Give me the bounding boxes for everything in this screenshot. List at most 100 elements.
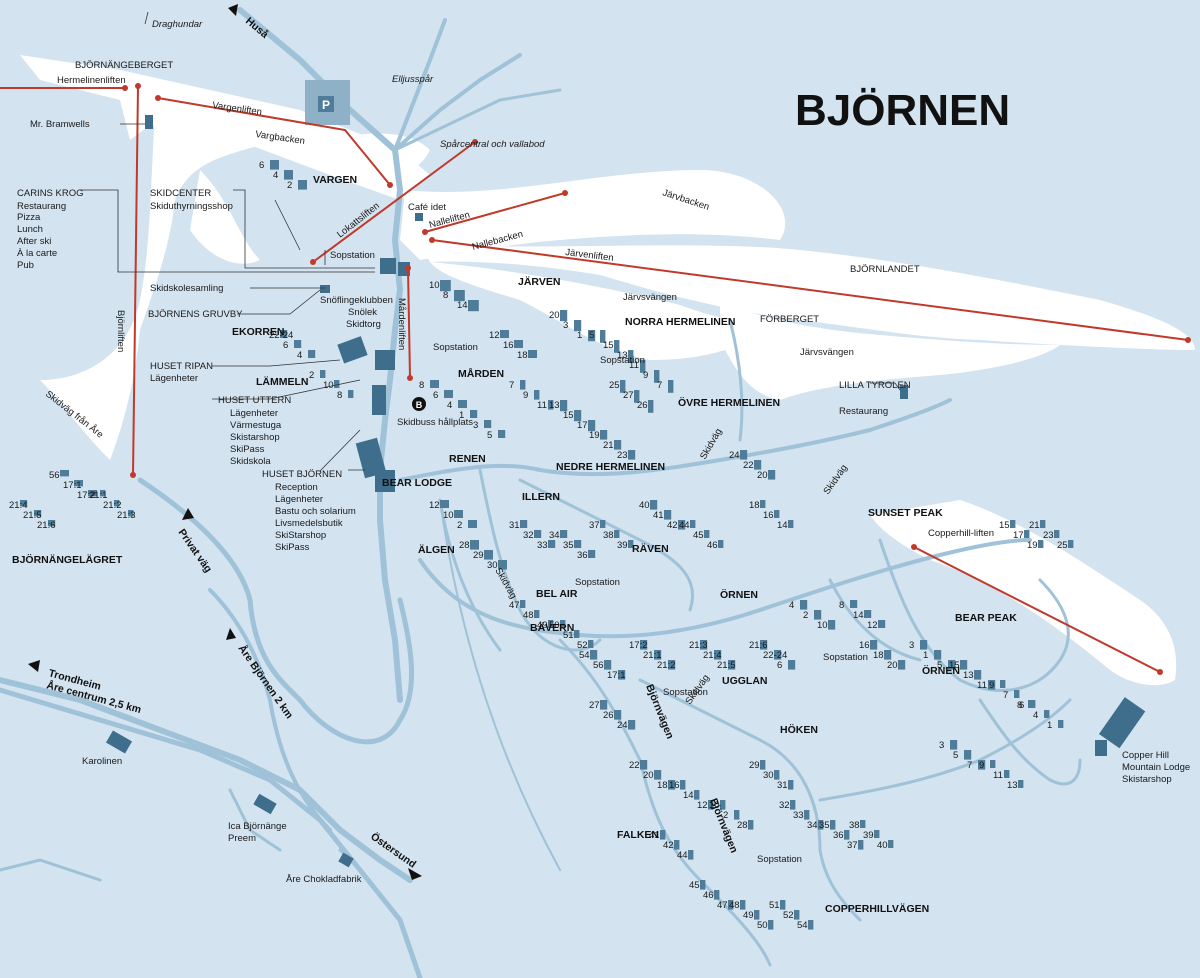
- house-marker: [484, 420, 492, 428]
- label-hermelinenliften: Hermelinenliften: [57, 75, 126, 86]
- house-number: 45: [689, 880, 700, 891]
- house-marker: [1038, 540, 1044, 548]
- lift-jarvenliften: [431, 239, 1189, 341]
- lift-copperhill: [913, 546, 1161, 673]
- house-number: 29: [749, 760, 760, 771]
- house-number: 10: [429, 280, 440, 291]
- area-raven: RÄVEN: [632, 542, 669, 555]
- house-marker: [588, 640, 594, 648]
- area-bel-air: BEL AIR: [536, 588, 578, 600]
- area-nedre-hermelinen: NEDRE HERMELINEN: [556, 461, 665, 473]
- house-marker: [774, 510, 780, 518]
- house-marker: [788, 660, 796, 670]
- house-number: 38: [603, 530, 614, 541]
- house-marker: [454, 510, 463, 518]
- house-marker: [48, 520, 56, 527]
- house-number: 16: [669, 780, 680, 791]
- house-number: 29: [473, 550, 484, 561]
- service-copper-hill: Copper Hill Mountain Lodge Skistarshop: [1122, 750, 1190, 785]
- house-number: 22: [629, 760, 640, 771]
- house-number: 9: [643, 370, 648, 381]
- house-number: 38: [849, 820, 860, 831]
- house-marker: [950, 740, 958, 750]
- label-mr-bramwells: Mr. Bramwells: [30, 119, 90, 130]
- house-number: 12: [489, 330, 500, 341]
- house-marker: [604, 660, 612, 670]
- house-marker: [534, 390, 540, 400]
- house-marker: [548, 400, 554, 410]
- house-marker: [964, 750, 972, 760]
- svg-text:Lägenheter: Lägenheter: [230, 408, 278, 419]
- parking-symbol: P: [322, 98, 330, 112]
- house-number: 42: [663, 840, 674, 851]
- house-marker: [640, 760, 648, 770]
- house-number: 14: [853, 610, 864, 621]
- house-marker: [780, 900, 786, 910]
- lift-lokattsliften: [312, 141, 476, 263]
- house-number: 21: [1029, 520, 1040, 531]
- house-marker: [60, 470, 69, 477]
- house-marker: [708, 800, 714, 810]
- house-marker: [600, 430, 608, 440]
- area-falken: FALKEN: [617, 829, 659, 841]
- lift-nalleliften: [424, 192, 566, 233]
- house-marker: [760, 640, 768, 650]
- area-illern: ILLERN: [522, 491, 560, 503]
- house-number: 6: [777, 660, 782, 671]
- house-marker: [520, 600, 526, 608]
- house-number: 11: [629, 360, 639, 371]
- house-marker: [1030, 700, 1036, 708]
- house-number: 10: [817, 620, 828, 631]
- house-number: 6: [433, 390, 438, 401]
- house-number: 14: [457, 300, 468, 311]
- house-number: 20: [643, 770, 654, 781]
- house-number: 8: [419, 380, 424, 391]
- house-number: 33: [537, 540, 548, 551]
- house-marker: [600, 330, 606, 343]
- house-number: 18: [749, 500, 760, 511]
- house-marker: [860, 820, 866, 828]
- house-marker: [34, 510, 42, 517]
- house-number: 47: [509, 600, 520, 611]
- house-marker: [714, 650, 722, 660]
- house-marker: [808, 920, 814, 930]
- house-marker: [754, 460, 762, 470]
- house-marker: [1018, 780, 1024, 788]
- house-marker: [888, 840, 894, 848]
- house-number: 3: [909, 640, 914, 651]
- svg-text:Värmestuga: Värmestuga: [230, 420, 282, 431]
- area-algen: ÄLGEN: [418, 543, 455, 556]
- house-number: 6: [283, 340, 288, 351]
- house-number: 14: [777, 520, 788, 531]
- house-number: 44: [677, 850, 688, 861]
- house-marker: [294, 340, 302, 348]
- house-number: 30: [487, 560, 498, 571]
- label-sopstation-7: Sopstation: [757, 854, 802, 865]
- house-number: 10: [323, 380, 334, 391]
- house-marker: [534, 610, 540, 618]
- service-huset-uttern: HUSET UTTERN Lägenheter Värmestuga Skist…: [218, 395, 291, 467]
- svg-text:Preem: Preem: [228, 833, 256, 844]
- area-bavern: BÄVERN: [530, 621, 574, 634]
- label-sopstation-3: Sopstation: [600, 355, 645, 366]
- house-marker: [1044, 710, 1050, 718]
- house-number: 30: [763, 770, 774, 781]
- house-marker: [650, 500, 658, 510]
- area-lammeln: LÄMMELN: [256, 375, 309, 388]
- house-marker: [654, 370, 660, 383]
- house-marker: [628, 450, 636, 460]
- house-marker: [588, 330, 596, 342]
- parking-area: P: [305, 80, 350, 125]
- house-number: 16: [503, 340, 514, 351]
- house-number: 28: [459, 540, 470, 551]
- house-marker: [574, 410, 582, 422]
- house-number: 32: [779, 800, 790, 811]
- svg-text:Skistarshop: Skistarshop: [230, 432, 280, 443]
- svg-text:Mountain Lodge: Mountain Lodge: [1122, 762, 1190, 773]
- house-marker: [574, 540, 582, 548]
- svg-text:Pizza: Pizza: [17, 212, 41, 223]
- house-marker: [830, 820, 836, 830]
- house-number: 21:5: [717, 660, 736, 671]
- house-number: 45: [693, 530, 704, 541]
